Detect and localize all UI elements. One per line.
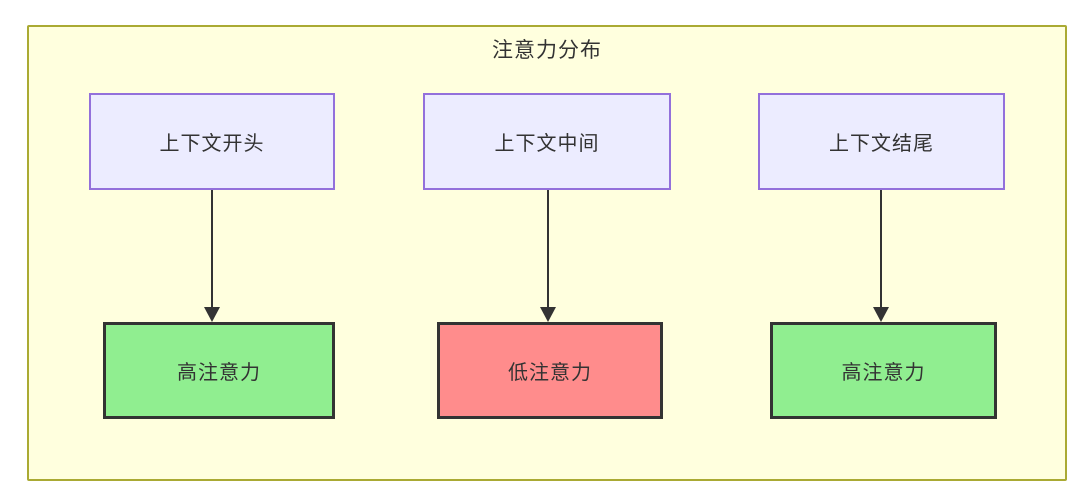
node-high-attention-2: 高注意力 — [770, 322, 997, 419]
arrow-head-2 — [540, 307, 556, 322]
node-low-attention: 低注意力 — [437, 322, 663, 419]
node-context-middle: 上下文中间 — [423, 93, 671, 190]
node-high-attention-1: 高注意力 — [103, 322, 335, 419]
arrow-line-2 — [547, 190, 549, 310]
diagram-title: 注意力分布 — [492, 39, 602, 62]
arrow-head-3 — [873, 307, 889, 322]
arrow-head-1 — [204, 307, 220, 322]
arrow-line-3 — [880, 190, 882, 310]
arrow-line-1 — [211, 190, 213, 310]
node-context-end: 上下文结尾 — [758, 93, 1005, 190]
node-context-start: 上下文开头 — [89, 93, 335, 190]
